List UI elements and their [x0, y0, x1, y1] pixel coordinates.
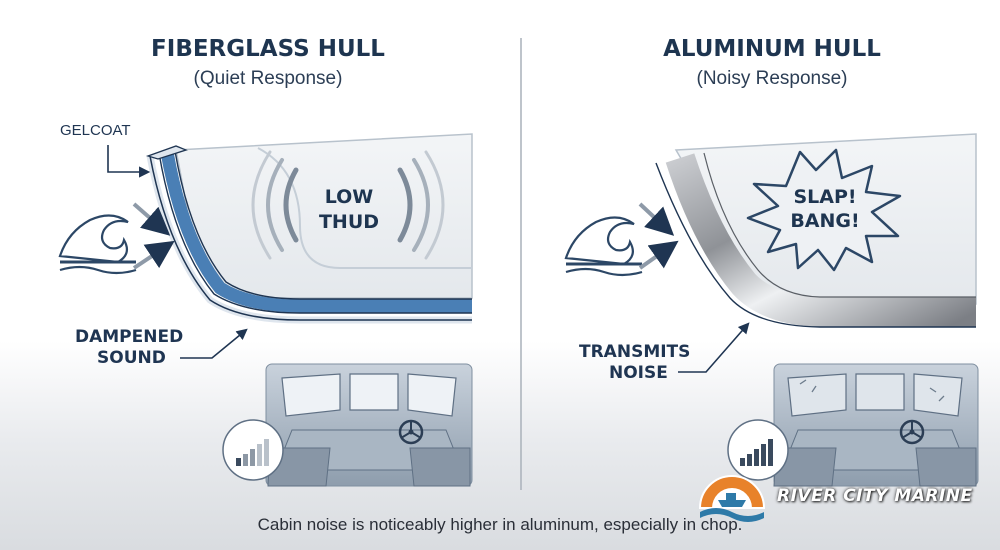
aluminum-hull-edge-outer [655, 162, 976, 328]
slap-bang-line1: SLAP! [793, 186, 856, 208]
noise-meter-icon [222, 419, 284, 481]
fiberglass-hull-top-edge [145, 145, 188, 160]
fiberglass-laminate-edge-inner [174, 150, 472, 300]
caption: Cabin noise is noticeably higher in alum… [257, 515, 743, 534]
brand-logo-icon [698, 475, 766, 522]
sound-wave-icon [251, 150, 445, 260]
dampened-arrow [180, 328, 248, 359]
steering-wheel-icon [398, 419, 424, 445]
fiberglass-cabin-illustration [265, 363, 473, 487]
impact-arrow-upper [132, 202, 171, 236]
aluminum-subtitle: (Noisy Response) [697, 68, 848, 89]
impact-arrow-lower [638, 240, 679, 270]
brand-name: RIVER CITY MARINE [777, 486, 973, 506]
noise-meter-icon [727, 419, 789, 481]
aluminum-cabin-illustration [773, 363, 979, 487]
wave-icon [58, 214, 137, 275]
slap-bang-line2: BANG! [790, 210, 859, 232]
wave-icon [564, 216, 643, 277]
aluminum-hull-edge-inner [703, 152, 976, 298]
dampened-label-line1: DAMPENED [75, 327, 183, 347]
dampened-label-line2: SOUND [97, 348, 166, 368]
gelcoat-arrow [107, 145, 151, 178]
impact-arrow-lower [132, 240, 175, 270]
fiberglass-laminate-edge-outer [158, 152, 472, 314]
low-thud-line2: THUD [319, 211, 379, 233]
fiberglass-title: FIBERGLASS HULL [151, 36, 385, 62]
fiberglass-subtitle: (Quiet Response) [194, 68, 343, 89]
burst-icon [746, 148, 902, 272]
aluminum-title: ALUMINUM HULL [663, 36, 881, 62]
transmits-arrow [678, 322, 750, 373]
fiberglass-panel: FIBERGLASS HULL (Quiet Response) GELCOAT [58, 36, 473, 487]
transmits-label-line2: NOISE [609, 363, 668, 383]
low-thud-line1: LOW [325, 186, 374, 208]
aluminum-hull-layer [665, 153, 976, 327]
steering-wheel-icon [899, 419, 925, 445]
transmits-label-line1: TRANSMITS [579, 342, 690, 362]
gelcoat-label: GELCOAT [60, 122, 131, 139]
fiberglass-gelcoat-outline [149, 155, 472, 321]
fiberglass-laminate-layer [160, 150, 472, 313]
aluminum-panel: ALUMINUM HULL (Noisy Response) SLAP! BAN… [564, 36, 979, 522]
impact-arrow-upper [638, 202, 675, 236]
